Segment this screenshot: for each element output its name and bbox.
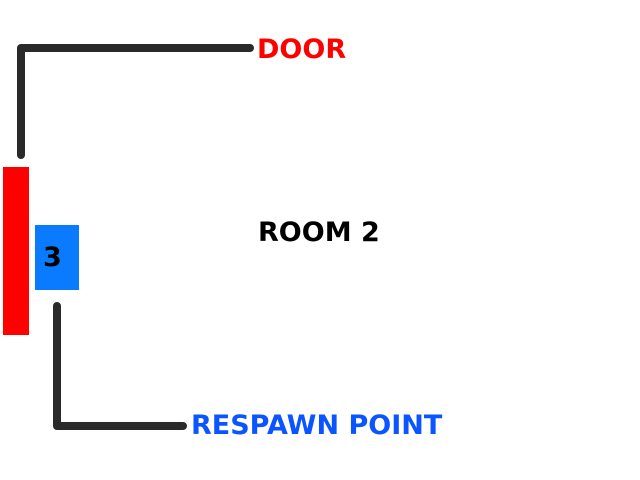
- respawn-point-label: RESPAWN POINT: [191, 410, 443, 441]
- respawn-point-marker: 3: [35, 225, 79, 290]
- door-marker: [3, 167, 29, 335]
- door-label: DOOR: [257, 34, 347, 65]
- respawn-connector-line: [53, 302, 187, 430]
- room-title: ROOM 2: [258, 217, 380, 248]
- door-connector-line: [17, 44, 254, 159]
- respawn-point-number: 3: [43, 242, 62, 273]
